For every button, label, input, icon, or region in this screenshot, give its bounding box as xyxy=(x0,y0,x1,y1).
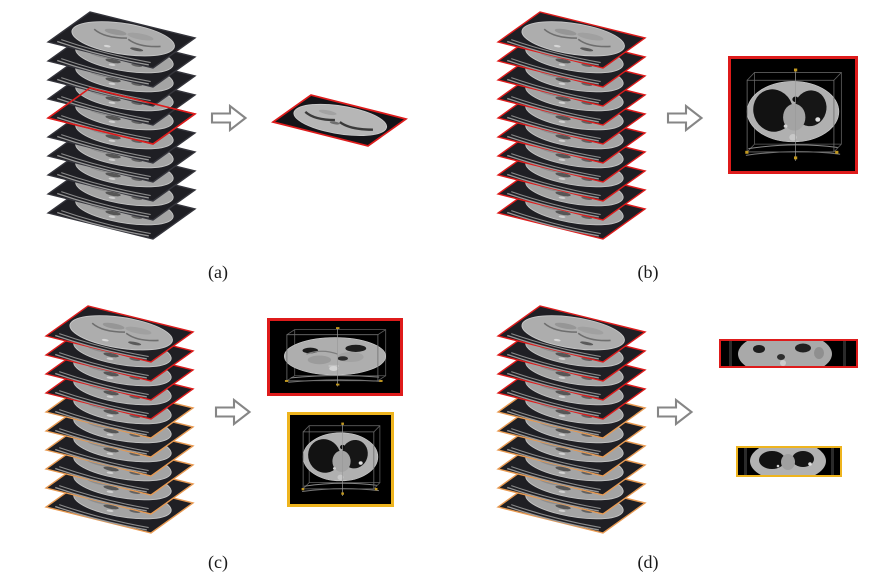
cropped-strip-result-bottom-image xyxy=(736,446,842,477)
panel-label-a: (a) xyxy=(208,262,228,282)
selected-slice-result-image xyxy=(266,88,416,154)
ct-slice-stack xyxy=(490,298,648,538)
rightwards-arrow-icon xyxy=(210,103,248,133)
volume-render-result-top-image xyxy=(267,318,403,396)
volume-render-result-image xyxy=(728,56,858,174)
panel-label-c: (c) xyxy=(208,552,228,572)
rightwards-arrow-icon xyxy=(666,103,704,133)
ct-slice-stack xyxy=(38,298,196,538)
panel-label-b: (b) xyxy=(637,262,659,282)
rightwards-arrow-icon xyxy=(656,397,694,427)
cropped-strip-result-top-image xyxy=(719,339,858,368)
panel-label-d: (d) xyxy=(637,552,659,572)
ct-slice-stack xyxy=(490,4,648,244)
rightwards-arrow-icon xyxy=(214,397,252,427)
ct-slice-stack xyxy=(40,4,198,244)
volume-render-result-bottom-image xyxy=(287,412,394,507)
